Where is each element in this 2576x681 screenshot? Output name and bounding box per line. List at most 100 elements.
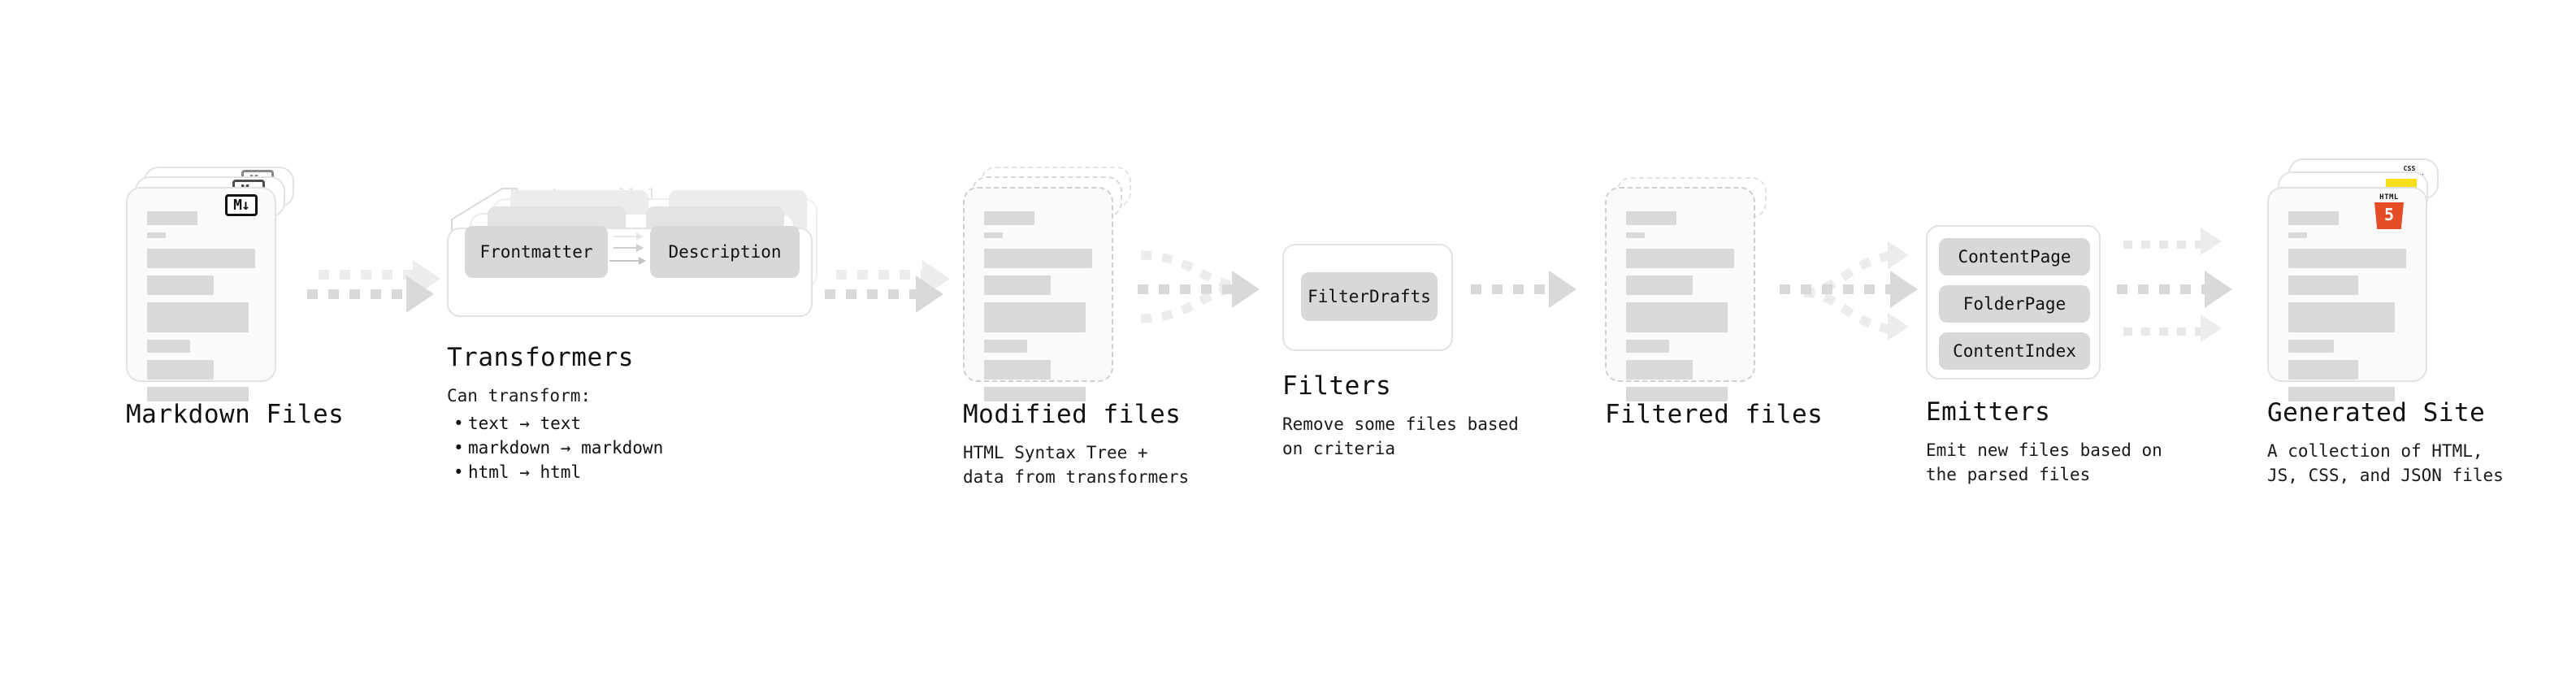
- markdown-icon: M↓: [225, 194, 258, 216]
- inner-arrow: [614, 244, 644, 252]
- transformers-bullet-list: • text → text • markdown → markdown • ht…: [447, 411, 821, 484]
- arrow-head: [916, 275, 943, 313]
- list-item: • text → text: [453, 414, 582, 433]
- content-bar: [147, 211, 197, 225]
- stage-transformers: Run in parallel Frontmatter Description …: [447, 185, 821, 484]
- arrow-dash: [307, 289, 425, 299]
- content-bar: [147, 360, 214, 380]
- generated-doc-body: [2288, 211, 2406, 409]
- css-icon-label: CSS: [2403, 165, 2416, 172]
- content-bar: [1626, 302, 1728, 332]
- markdown-files-stack: M↓ M↓ M↓: [126, 167, 305, 401]
- content-bar: [147, 340, 190, 353]
- filtered-doc-body: [1626, 211, 1734, 409]
- arrow-head: [406, 275, 434, 313]
- filtered-files-stack: [1605, 177, 1784, 401]
- arrow-head: [2201, 228, 2222, 255]
- stage-markdown-files: M↓ M↓ M↓ Markdown Files: [126, 167, 344, 429]
- arrow-dash: [1780, 284, 1902, 294]
- content-bar: [2288, 340, 2334, 353]
- emitters-panel: ContentPage FolderPage ContentIndex: [1926, 225, 2101, 380]
- stage-title: Emitters: [1926, 397, 2051, 427]
- content-bar: [984, 302, 1086, 332]
- arrow-head: [1232, 271, 1260, 308]
- content-bar: [147, 232, 166, 238]
- html5-icon-label: HTML: [2379, 193, 2399, 202]
- content-bar: [1626, 249, 1734, 268]
- modified-doc-front: [963, 187, 1113, 401]
- content-bar: [1626, 232, 1645, 238]
- arrow-dash: [2123, 241, 2205, 249]
- content-bar: [147, 275, 214, 295]
- stage-subtitle: Can transform:: [447, 386, 592, 406]
- modified-files-stack: [963, 167, 1142, 401]
- generated-doc-front: HTML 5: [2267, 187, 2427, 401]
- arrow-dash: [2123, 327, 2205, 336]
- stage-subtitle: HTML Syntax Tree + data from transformer…: [963, 443, 1190, 487]
- content-bar: [2288, 302, 2395, 332]
- content-bar: [2288, 211, 2339, 225]
- plugin-chip-contentpage[interactable]: ContentPage: [1939, 238, 2090, 275]
- html5-icon: HTML 5: [2374, 193, 2405, 229]
- plugin-chip-filterdrafts[interactable]: FilterDrafts: [1301, 272, 1438, 321]
- stage-title: Transformers: [447, 343, 634, 372]
- content-bar: [2288, 387, 2395, 401]
- arrow-head: [2205, 271, 2232, 308]
- content-bar: [147, 249, 255, 268]
- arrow-head: [1890, 271, 1918, 308]
- stage-title: Generated Site: [2267, 398, 2486, 427]
- stage-subtitle: A collection of HTML, JS, CSS, and JSON …: [2267, 441, 2504, 485]
- content-bar: [1626, 340, 1669, 353]
- content-bar: [1626, 387, 1728, 401]
- transformers-panel: Frontmatter Description: [447, 226, 813, 317]
- inner-arrow: [614, 232, 644, 241]
- content-bar: [984, 387, 1086, 401]
- content-bar: [1626, 360, 1693, 380]
- arrow-dash: [825, 289, 935, 299]
- content-bar: [2288, 360, 2358, 380]
- stage-filtered-files: Filtered files: [1605, 177, 1823, 429]
- plugin-chip-folderpage[interactable]: FolderPage: [1939, 285, 2090, 323]
- inner-arrow: [609, 257, 646, 265]
- bullet-text: markdown → markdown: [468, 438, 664, 458]
- list-item: • markdown → markdown: [453, 438, 664, 458]
- content-bar: [984, 360, 1051, 380]
- markdown-doc-front: M↓: [126, 187, 276, 401]
- stage-modified-files: Modified files HTML Syntax Tree + data f…: [963, 167, 1189, 489]
- bullet-text: text → text: [468, 414, 582, 433]
- arrow-dash: [2117, 284, 2214, 294]
- content-bar: [2288, 232, 2307, 238]
- plugin-chip-frontmatter[interactable]: Frontmatter: [465, 226, 608, 278]
- content-bar: [147, 387, 249, 401]
- arrow-dash: [319, 270, 424, 280]
- html5-icon-shield: 5: [2374, 202, 2404, 229]
- arrow-head: [2201, 314, 2222, 342]
- stage-emitters: ContentPage FolderPage ContentIndex Emit…: [1926, 225, 2162, 487]
- stage-subtitle: Emit new files based on the parsed files: [1926, 440, 2162, 484]
- content-bar: [1626, 211, 1676, 225]
- content-bar: [984, 249, 1092, 268]
- content-bar: [2288, 249, 2406, 268]
- bullet-text: html → html: [468, 462, 582, 482]
- arrow-dash: [1471, 284, 1560, 294]
- plugin-chip-contentindex[interactable]: ContentIndex: [1939, 332, 2090, 370]
- arrow-dash: [1138, 284, 1243, 294]
- filters-panel-wrap: FilterDrafts: [1282, 244, 1453, 351]
- generated-site-stack: CSS HTML 5: [2267, 158, 2454, 401]
- stage-subtitle: Remove some files based on criteria: [1282, 414, 1519, 458]
- transformers-panel-stack: Frontmatter Description: [447, 190, 821, 317]
- arrow-head: [1549, 271, 1576, 308]
- filtered-doc-front: [1605, 187, 1755, 401]
- stage-title: Modified files: [963, 400, 1182, 429]
- plugin-chip-description[interactable]: Description: [650, 226, 800, 278]
- arrow-head: [1888, 241, 1909, 269]
- content-bar: [147, 302, 249, 332]
- filters-panel: FilterDrafts: [1282, 244, 1453, 351]
- arrow-head: [1888, 313, 1909, 340]
- list-item: • html → html: [453, 462, 582, 482]
- markdown-doc-body: [147, 211, 255, 409]
- stage-title: Filtered files: [1605, 400, 1824, 429]
- arrow-dash: [836, 270, 934, 280]
- stage-filters: FilterDrafts Filters Remove some files b…: [1282, 244, 1519, 461]
